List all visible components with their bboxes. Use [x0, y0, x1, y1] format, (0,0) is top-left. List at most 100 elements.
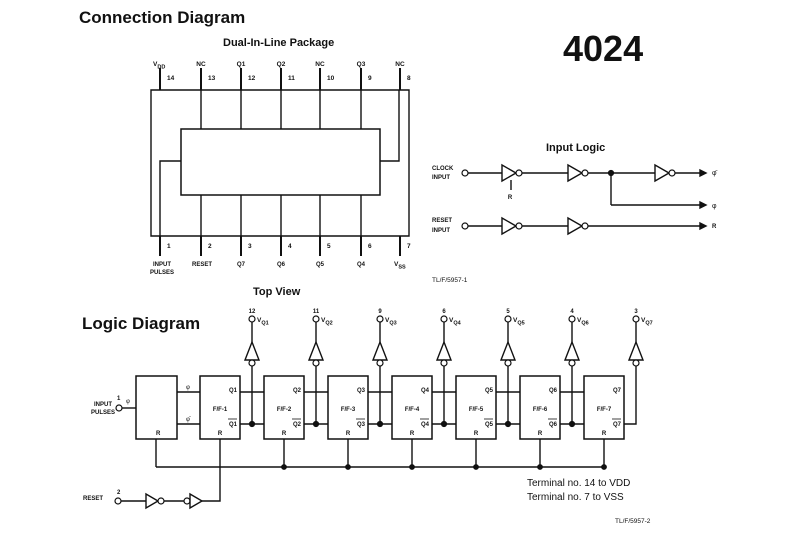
r-label-5: R: [474, 431, 479, 437]
phi-line-label: φ: [186, 385, 190, 391]
flip-flop-label-5: F/F-5: [469, 407, 484, 413]
qbar-label-6: Q6: [549, 422, 558, 428]
output-pin-12: 12: [249, 309, 256, 315]
reset-tap-label: R: [508, 195, 513, 201]
r-arrow-icon: [699, 221, 708, 231]
buffer-bubble-icon: [568, 359, 576, 367]
flip-flop-7: [583, 375, 625, 440]
vdd-note: Terminal no. 14 to VDD: [527, 478, 631, 489]
clock-input-label-2: INPUT: [432, 175, 450, 181]
junction-dot: [504, 420, 512, 428]
pin-name-10: NC: [315, 61, 325, 68]
logic-ref: TL/F/5957-2: [615, 518, 651, 525]
vss-note: Terminal no. 7 to VSS: [527, 492, 624, 503]
reset-buffer-icon: [189, 492, 204, 510]
input-pulses-label-2: PULSES: [91, 410, 115, 416]
pin-number-7: 7: [407, 243, 411, 250]
pin-number-14: 14: [167, 75, 175, 82]
q-label-6: Q6: [549, 388, 558, 394]
junction-dot: [376, 420, 384, 428]
pin-name-3: Q7: [237, 262, 246, 268]
reset-input-label-2: INPUT: [432, 228, 450, 234]
clock-inverter-1-icon: [501, 163, 518, 183]
flip-flop-label-3: F/F-3: [341, 407, 356, 413]
reset-terminal: [114, 497, 122, 505]
pin-number-11: 11: [288, 75, 295, 82]
input-pin-number: 1: [117, 396, 121, 402]
input-pulses-label: INPUT: [94, 402, 112, 408]
logic-diagram-title: Logic Diagram: [82, 314, 201, 333]
flip-flop-1: [199, 375, 241, 440]
q-label-5: Q5: [485, 388, 494, 394]
output-label-1: VQ1: [257, 317, 269, 326]
output-wire: [624, 363, 637, 425]
r-label-2: R: [282, 431, 287, 437]
output-buffer-icon-3: [371, 340, 389, 361]
internal-wire: [159, 160, 181, 236]
qbar-label-7: Q7: [613, 422, 622, 428]
output-label-3: VQ3: [385, 317, 397, 326]
q-label-1: Q1: [229, 388, 238, 394]
output-terminal-11: [312, 315, 320, 323]
phi-bar-output-label: φ̄: [712, 170, 718, 177]
clock-inverter-2-icon: [567, 163, 584, 183]
pin-name-12: Q1: [237, 61, 246, 68]
reset-pin-number: 2: [117, 490, 121, 496]
output-pin-6: 6: [442, 309, 446, 315]
pin-number-4: 4: [288, 243, 292, 250]
r-label-3: R: [346, 431, 351, 437]
flip-flop-3: [327, 375, 369, 440]
reset-label: RESET: [83, 496, 103, 502]
phi-arrow-icon: [699, 200, 708, 210]
r-label-6: R: [538, 431, 543, 437]
pin-name-9: Q3: [357, 61, 366, 68]
output-label-5: VQ5: [513, 317, 525, 326]
q-label-3: Q3: [357, 388, 366, 394]
pin-name-5: Q5: [316, 262, 325, 268]
output-buffer-icon-2: [307, 340, 325, 361]
inverter-bubble-icon: [581, 169, 589, 177]
input-pulses-terminal: [115, 404, 123, 412]
clock-inverter-3-icon: [654, 163, 671, 183]
pin-number-6: 6: [368, 243, 372, 250]
pin-number-12: 12: [248, 75, 256, 82]
flip-flop-label-7: F/F-7: [597, 407, 612, 413]
output-label-6: VQ6: [577, 317, 589, 326]
package-die: [180, 128, 381, 196]
input-phi-label: φ: [126, 399, 130, 405]
pin-name-6: Q4: [357, 262, 366, 268]
clock-buffer-r: R: [156, 431, 161, 437]
package-title: Dual-In-Line Package: [223, 37, 335, 49]
top-view-label: Top View: [253, 286, 301, 298]
inverter-bubble-icon: [581, 222, 589, 230]
output-buffer-icon-7: [627, 340, 645, 361]
qbar-label-5: Q5: [485, 422, 494, 428]
inverter-bubble-icon: [515, 222, 523, 230]
output-label-7: VQ7: [641, 317, 653, 326]
buffer-bubble-icon: [632, 359, 640, 367]
pin-number-2: 2: [208, 243, 212, 250]
reset-inverter-2-icon: [567, 216, 584, 236]
output-buffer-icon-6: [563, 340, 581, 361]
output-terminal-6: [440, 315, 448, 323]
output-terminal-9: [376, 315, 384, 323]
r-label-7: R: [602, 431, 607, 437]
pin-number-10: 10: [327, 75, 335, 82]
junction-dot: [312, 420, 320, 428]
flip-flop-5: [455, 375, 497, 440]
reset-wire: [202, 467, 221, 502]
phi-bar-arrow-icon: [699, 168, 708, 178]
connection-diagram-title: Connection Diagram: [79, 8, 246, 27]
flip-flop-label-4: F/F-4: [405, 407, 420, 413]
flip-flop-2: [263, 375, 305, 440]
output-terminal-12: [248, 315, 256, 323]
pin-number-3: 3: [248, 243, 252, 250]
pin-name-2: RESET: [192, 262, 212, 268]
output-buffer-icon-4: [435, 340, 453, 361]
qbar-label-1: Q1: [229, 422, 238, 428]
output-terminal-3: [632, 315, 640, 323]
package-ref: TL/F/5957-1: [432, 277, 468, 284]
flip-flop-label-1: F/F-1: [213, 407, 228, 413]
output-label-4: VQ4: [449, 317, 462, 326]
output-pin-11: 11: [313, 309, 320, 315]
